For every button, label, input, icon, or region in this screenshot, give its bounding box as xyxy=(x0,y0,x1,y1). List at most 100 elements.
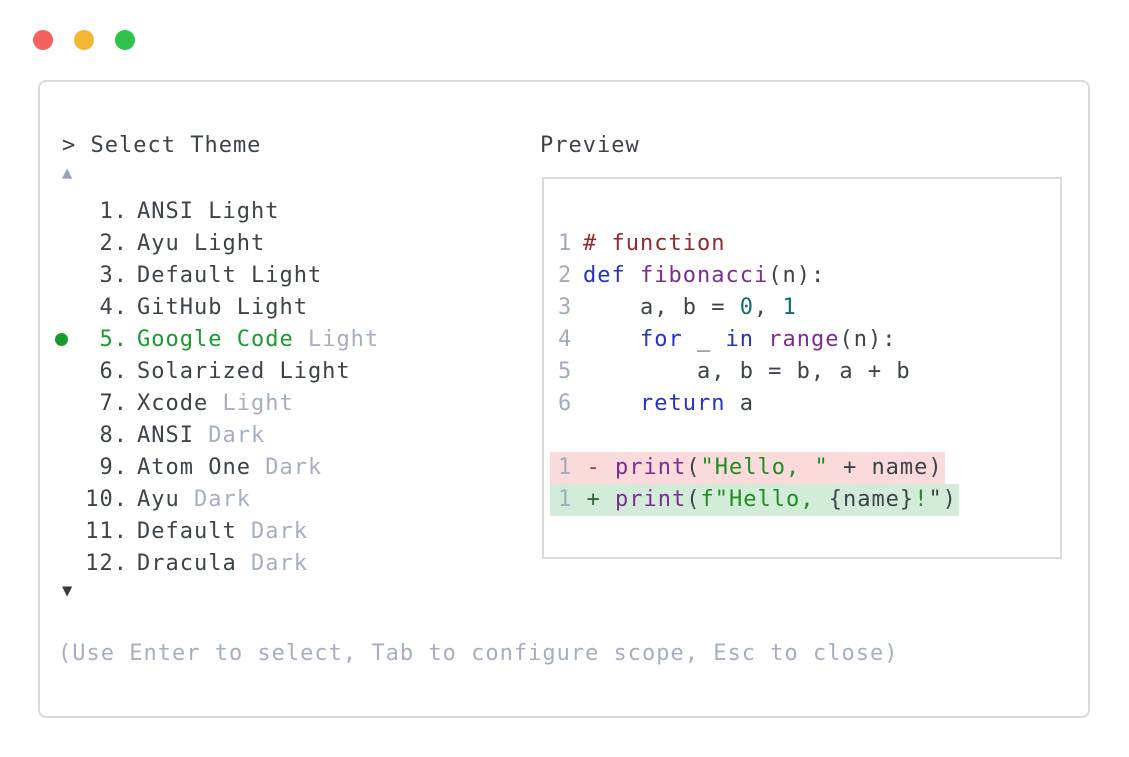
theme-item-variant: Light xyxy=(208,391,294,416)
preview-label: Preview xyxy=(540,133,640,158)
zoom-button[interactable] xyxy=(115,30,135,50)
theme-item-number: 11. xyxy=(85,519,128,544)
theme-item-name: ANSI xyxy=(137,423,194,448)
theme-item-number: 10. xyxy=(85,487,128,512)
diff-removed-line: 1 - print("Hello, " + name) xyxy=(550,452,959,484)
line-number: 2 xyxy=(558,263,573,288)
code-segment-keyword: return xyxy=(639,391,726,416)
code-segment-plain xyxy=(583,327,640,352)
code-segment-plain xyxy=(572,487,586,512)
code-segment-function: print xyxy=(615,487,687,512)
theme-item-number: 1. xyxy=(99,199,128,224)
code-segment-string: f"Hello, xyxy=(700,487,829,512)
scroll-down-indicator[interactable]: ▼ xyxy=(62,581,73,601)
code-segment-plain: + name) xyxy=(828,455,943,480)
code-segment-string: "Hello, " xyxy=(700,455,829,480)
theme-list-item-8[interactable]: 8. ANSI Dark xyxy=(40,420,379,452)
code-segment-plain xyxy=(572,455,586,480)
theme-item-name: Atom One xyxy=(137,455,251,480)
theme-list-item-7[interactable]: 7. Xcode Light xyxy=(40,388,379,420)
diff-added-line: 1 + print(f"Hello, {name}!") xyxy=(550,484,959,516)
theme-list-item-1[interactable]: 1. ANSI Light xyxy=(40,196,379,228)
line-number: 6 xyxy=(558,391,573,416)
code-segment-keyword: def xyxy=(583,263,626,288)
theme-item-number: 5. xyxy=(99,327,128,352)
code-segment-plain xyxy=(754,327,768,352)
theme-item-number: 6. xyxy=(99,359,128,384)
theme-item-name: Ayu Light xyxy=(137,231,266,256)
code-segment-plain: a xyxy=(725,391,754,416)
code-segment-function: fibonacci xyxy=(640,263,769,288)
line-number: 1 xyxy=(558,231,573,256)
theme-item-variant: Dark xyxy=(179,487,251,512)
scroll-up-indicator[interactable]: ▲ xyxy=(62,163,73,183)
code-segment-plain: ( xyxy=(686,487,701,512)
theme-item-number: 3. xyxy=(99,263,128,288)
theme-item-name: Dracula xyxy=(137,551,237,576)
code-segment-number: 0 xyxy=(739,295,754,320)
theme-item-variant: Light xyxy=(293,327,380,352)
line-number: 5 xyxy=(558,359,573,384)
theme-item-number: 8. xyxy=(99,423,128,448)
code-line: 2 def fibonacci(n): xyxy=(558,260,959,292)
code-segment-linenum: 1 xyxy=(558,487,573,512)
preview-panel: 1 # function 2 def fibonacci(n): 3 a, b = 0,… xyxy=(542,177,1062,559)
line-number: 4 xyxy=(558,327,573,352)
theme-item-number: 9. xyxy=(99,455,128,480)
footer-hint: (Use Enter to select, Tab to configure s… xyxy=(58,641,899,666)
diff-added-highlight: 1 + print(f"Hello, {name}!") xyxy=(550,484,959,516)
code-segment-plain xyxy=(626,263,640,288)
code-segment-plain: _ xyxy=(682,327,726,352)
code-segment-plain: (n): xyxy=(768,263,826,288)
theme-list-item-11[interactable]: 11.Default Dark xyxy=(40,516,379,548)
code-segment-plain: ( xyxy=(686,455,701,480)
code-segment-number: 1 xyxy=(782,295,797,320)
selected-indicator-slot xyxy=(40,324,84,356)
code-segment-plus: + xyxy=(586,487,601,512)
code-line: 3 a, b = 0, 1 xyxy=(558,292,959,324)
theme-item-name: GitHub Light xyxy=(137,295,308,320)
theme-item-number: 2. xyxy=(99,231,128,256)
code-segment-string: ! xyxy=(914,487,929,512)
code-segment-linenum: 1 xyxy=(558,455,573,480)
theme-list-item-3[interactable]: 3.Default Light xyxy=(40,260,379,292)
code-segment-plain xyxy=(601,455,615,480)
line-number: 3 xyxy=(558,295,573,320)
theme-list-item-5[interactable]: 5.Google Code Light xyxy=(40,324,379,356)
code-segment-plain: ") xyxy=(928,487,957,512)
prompt-label: > Select Theme xyxy=(62,133,262,158)
code-segment-plain: a, b = b, a + b xyxy=(583,359,911,384)
code-segment-plain xyxy=(583,391,640,416)
theme-item-variant: Dark xyxy=(250,455,323,480)
close-button[interactable] xyxy=(33,30,53,50)
code-preview: 1 # function 2 def fibonacci(n): 3 a, b = 0,… xyxy=(544,228,959,516)
theme-item-variant: Dark xyxy=(236,551,308,576)
theme-item-number: 7. xyxy=(99,391,128,416)
theme-list-item-9[interactable]: 9. Atom One Dark xyxy=(40,452,379,484)
theme-list-item-12[interactable]: 12. Dracula Dark xyxy=(40,548,379,580)
code-segment-plain: {name} xyxy=(828,487,915,512)
theme-item-name: Solarized Light xyxy=(137,359,351,384)
code-segment-keyword: in xyxy=(725,327,754,352)
minimize-button[interactable] xyxy=(74,30,94,50)
theme-item-variant: Dark xyxy=(236,519,308,544)
code-segment-plain: a, b = xyxy=(583,295,740,320)
theme-list-item-2[interactable]: 2. Ayu Light xyxy=(40,228,379,260)
theme-item-name: Ayu xyxy=(137,487,180,512)
theme-list-item-10[interactable]: 10. Ayu Dark xyxy=(40,484,379,516)
theme-list-item-4[interactable]: 4. GitHub Light xyxy=(40,292,379,324)
code-segment-keyword: for xyxy=(639,327,683,352)
code-line: 6 return a xyxy=(558,388,959,420)
theme-list-item-6[interactable]: 6. Solarized Light xyxy=(40,356,379,388)
code-line: 4 for _ in range(n): xyxy=(558,324,959,356)
theme-item-name: ANSI Light xyxy=(137,199,280,224)
theme-item-name: Xcode xyxy=(137,391,209,416)
code-segment-comment: # function xyxy=(583,231,726,256)
selected-indicator-dot xyxy=(55,333,68,346)
theme-item-variant: Dark xyxy=(193,423,266,448)
diff-removed-highlight: 1 - print("Hello, " + name) xyxy=(550,452,945,484)
theme-item-number: 12. xyxy=(85,551,128,576)
theme-item-number: 4. xyxy=(99,295,128,320)
code-segment-minus: - xyxy=(586,455,601,480)
